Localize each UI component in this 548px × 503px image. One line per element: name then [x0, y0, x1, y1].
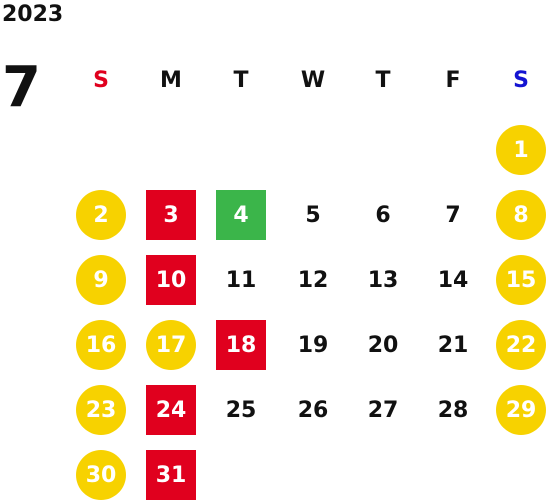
- weekday-label: F: [445, 68, 461, 93]
- weekday-label: T: [375, 68, 391, 93]
- day-cell-weekend[interactable]: 16: [76, 320, 126, 370]
- day-cell[interactable]: 28: [437, 397, 469, 423]
- day-cell-weekend[interactable]: 17: [146, 320, 196, 370]
- day-cell-weekend[interactable]: 1: [496, 125, 546, 175]
- weekday-label: T: [233, 68, 249, 93]
- day-cell-weekend[interactable]: 2: [76, 190, 126, 240]
- day-cell-holiday[interactable]: 24: [146, 385, 196, 435]
- day-cell[interactable]: 5: [305, 202, 321, 228]
- day-cell-weekend[interactable]: 8: [496, 190, 546, 240]
- weekday-label: S: [93, 68, 109, 93]
- day-cell-holiday[interactable]: 10: [146, 255, 196, 305]
- day-cell-holiday[interactable]: 3: [146, 190, 196, 240]
- day-cell[interactable]: 19: [297, 332, 329, 358]
- day-cell-weekend[interactable]: 30: [76, 450, 126, 500]
- day-cell-weekend[interactable]: 15: [496, 255, 546, 305]
- day-cell[interactable]: 25: [225, 397, 257, 423]
- day-cell-weekend[interactable]: 29: [496, 385, 546, 435]
- day-cell-weekend[interactable]: 23: [76, 385, 126, 435]
- weekday-label: S: [513, 68, 529, 93]
- year-label: 2023: [2, 2, 64, 27]
- day-cell[interactable]: 27: [367, 397, 399, 423]
- day-cell-highlight[interactable]: 4: [216, 190, 266, 240]
- day-cell[interactable]: 14: [437, 267, 469, 293]
- day-cell-holiday[interactable]: 18: [216, 320, 266, 370]
- day-cell[interactable]: 12: [297, 267, 329, 293]
- month-label: 7: [2, 55, 41, 120]
- day-cell-holiday[interactable]: 31: [146, 450, 196, 500]
- day-cell[interactable]: 13: [367, 267, 399, 293]
- weekday-label: W: [300, 68, 326, 93]
- day-cell[interactable]: 26: [297, 397, 329, 423]
- day-cell[interactable]: 11: [225, 267, 257, 293]
- day-cell[interactable]: 20: [367, 332, 399, 358]
- weekday-label: M: [160, 68, 182, 93]
- day-cell-weekend[interactable]: 9: [76, 255, 126, 305]
- day-cell[interactable]: 6: [375, 202, 391, 228]
- day-cell-weekend[interactable]: 22: [496, 320, 546, 370]
- day-cell[interactable]: 7: [445, 202, 461, 228]
- day-cell[interactable]: 21: [437, 332, 469, 358]
